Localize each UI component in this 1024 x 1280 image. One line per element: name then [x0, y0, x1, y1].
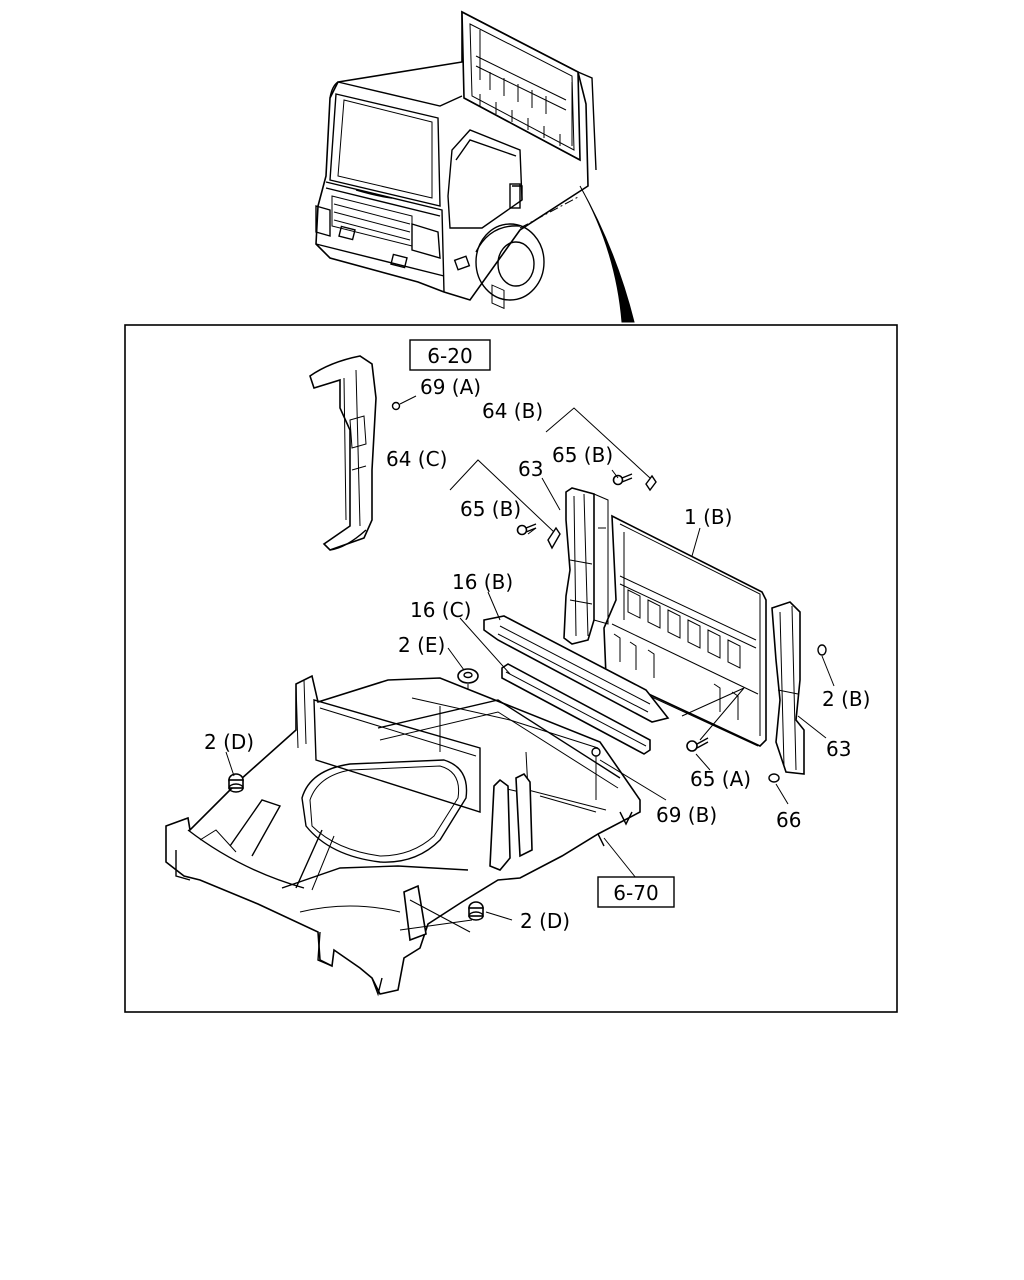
label-2d-bottom: 2 (D) [520, 909, 570, 933]
label-66: 66 [776, 808, 801, 832]
label-63-top: 63 [518, 457, 543, 481]
label-65a: 65 (A) [690, 767, 751, 791]
label-2e: 2 (E) [398, 633, 445, 657]
bumper-2d-bottom [468, 901, 484, 921]
bolt-65b-top [612, 473, 633, 486]
truck-cab-icon [315, 10, 597, 310]
callout-arrow-icon [579, 185, 635, 323]
label-2d-left: 2 (D) [204, 730, 254, 754]
bracket-64c [547, 526, 561, 550]
reinforcement-16b [483, 615, 670, 723]
bolt-65a [686, 737, 709, 752]
label-2b: 2 (B) [822, 687, 870, 711]
label-65b-top: 65 (B) [552, 443, 613, 467]
left-pillar-part [309, 355, 377, 551]
reinforcement-16c [501, 663, 651, 755]
bracket-64b [645, 474, 657, 492]
ref-box-6-70 [597, 876, 675, 908]
rear-panel-part [598, 514, 767, 747]
grommet-2e [457, 668, 479, 684]
ref-label-6-70: 6-70 [613, 881, 658, 905]
label-65b-mid: 65 (B) [460, 497, 521, 521]
pillar-63-right [771, 601, 805, 775]
label-64b: 64 (B) [482, 399, 543, 423]
floor-panel-part [165, 674, 641, 997]
label-16b: 16 (B) [452, 570, 513, 594]
label-64c: 64 (C) [386, 447, 447, 471]
plug-66 [768, 773, 780, 783]
detail-frame [124, 324, 898, 1013]
bolt-65b-mid [516, 523, 537, 536]
label-16c: 16 (C) [410, 598, 471, 622]
plug-69a [391, 401, 401, 411]
ref-box-6-20 [409, 339, 491, 371]
pillar-63-upper [563, 487, 595, 645]
leader-lines [225, 407, 835, 933]
label-63-right: 63 [826, 737, 851, 761]
plug-2b [817, 644, 827, 656]
label-69b: 69 (B) [656, 803, 717, 827]
ref-label-6-20: 6-20 [427, 344, 472, 368]
label-69a: 69 (A) [420, 375, 481, 399]
label-1b: 1 (B) [684, 505, 732, 529]
bumper-2d-left [228, 773, 244, 793]
